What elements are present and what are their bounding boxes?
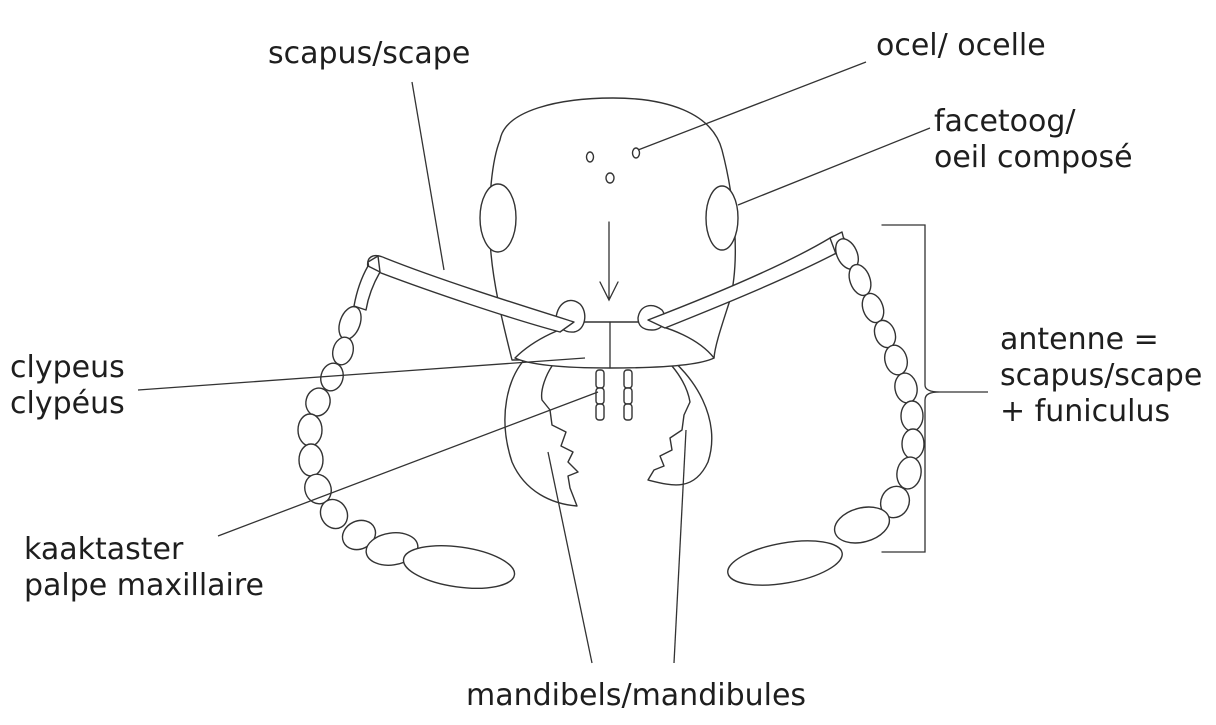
left-compound-eye xyxy=(480,184,516,252)
mandibles-label: mandibels/mandibules xyxy=(466,678,806,714)
right-compound-eye xyxy=(706,186,738,250)
antenna-label: antenne = scapus/scape + funiculus xyxy=(1000,322,1202,430)
scape-label: scapus/scape xyxy=(268,36,470,72)
scape-leader-line xyxy=(412,82,444,270)
left-mandible xyxy=(505,352,578,506)
maxillary-palps xyxy=(596,370,632,420)
right-mandible xyxy=(648,352,712,485)
eye-leader-line xyxy=(738,128,930,205)
ocellus-left xyxy=(587,152,594,162)
ocelli-label: ocel/ ocelle xyxy=(876,28,1046,64)
maxillary-palp-label: kaaktaster palpe maxillaire xyxy=(24,532,264,604)
mandible-leader-line-left xyxy=(548,452,592,663)
clypeus-label: clypeus clypéus xyxy=(10,350,125,422)
ocellus-median xyxy=(606,173,614,183)
compound-eye-label: facetoog/ oeil composé xyxy=(934,104,1133,176)
